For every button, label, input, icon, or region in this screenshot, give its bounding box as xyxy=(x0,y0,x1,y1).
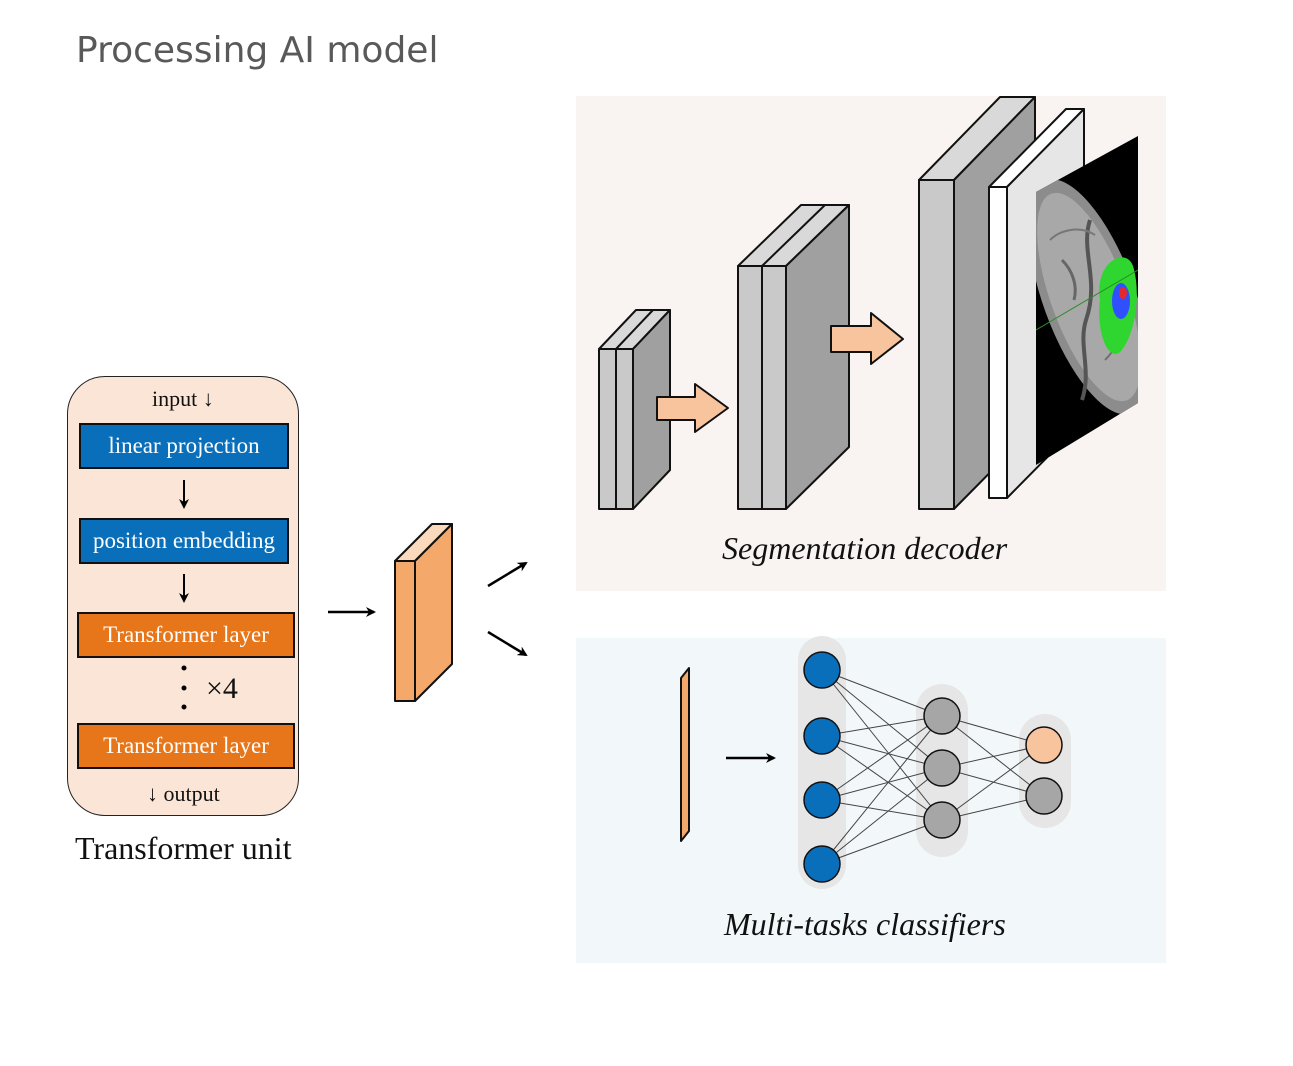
network-node-layer-1 xyxy=(803,717,841,755)
transformer-layer-block-first: Transformer layer xyxy=(77,612,295,658)
network-edge xyxy=(821,715,943,737)
network-edge xyxy=(821,767,943,865)
linear-projection-block: linear projection xyxy=(79,423,289,469)
network-edge xyxy=(821,735,943,769)
network-node-layer-1 xyxy=(803,845,841,883)
feature-map-block xyxy=(394,523,453,702)
classifiers-caption: Multi-tasks classifiers xyxy=(724,906,1006,942)
upsample-arrow-2 xyxy=(830,312,904,365)
arrow-to-classifiers xyxy=(487,630,528,657)
network-edge xyxy=(821,715,943,865)
transformer-layer-block-last: Transformer layer xyxy=(77,723,295,769)
network-node-layer-2 xyxy=(923,697,961,735)
network-edge xyxy=(821,735,943,821)
network-edge xyxy=(941,744,1045,821)
network-edge xyxy=(821,669,943,769)
segmentation-decoder-caption: Segmentation decoder xyxy=(722,530,1008,566)
network-node-layer-1 xyxy=(803,781,841,819)
network-node-layer-3 xyxy=(1025,777,1063,815)
transformer-unit-caption: Transformer unit xyxy=(75,830,292,866)
page-title: Processing AI model xyxy=(76,30,439,71)
network-edge xyxy=(821,669,943,717)
network-node-layer-3 xyxy=(1025,726,1063,764)
upsample-arrow-1 xyxy=(656,383,729,433)
ellipsis-dots xyxy=(181,665,187,710)
arrow-to-segmentation xyxy=(487,561,528,588)
network-edge xyxy=(821,669,943,821)
output-label: ↓ output xyxy=(147,781,220,806)
network-node-layer-1 xyxy=(803,651,841,689)
input-label: input ↓ xyxy=(152,386,214,411)
network-edge xyxy=(821,799,943,821)
mri-segmentation-image xyxy=(1036,136,1138,465)
network-node-layer-2 xyxy=(923,801,961,839)
network-node-layer-2 xyxy=(923,749,961,787)
classifier-input-slab xyxy=(680,667,690,842)
neural-network xyxy=(798,636,1071,889)
position-embedding-block: position embedding xyxy=(79,518,289,564)
network-edge xyxy=(821,767,943,801)
decoder-block-small xyxy=(598,309,671,510)
repeat-label: ×4 xyxy=(206,672,238,705)
network-edge xyxy=(821,819,943,865)
decoder-block-medium xyxy=(737,204,850,510)
network-edge xyxy=(821,715,943,801)
